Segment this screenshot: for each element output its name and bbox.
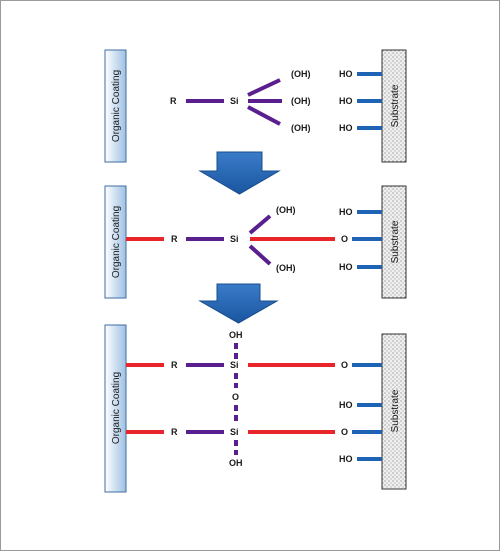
panel-3-crosslinked: Organic Coating Substrate OH R Si O O HO…	[104, 324, 407, 493]
si-oh-bond-top	[248, 214, 272, 235]
ho-label-bottom: HO	[339, 262, 353, 272]
r-label-1: R	[171, 360, 178, 370]
r-label: R	[170, 96, 177, 106]
organic-coating-block	[104, 49, 127, 163]
oh-label-top: (OH)	[291, 69, 311, 79]
organic-coating-label: Organic Coating	[111, 70, 122, 142]
substrate-label: Substrate	[390, 389, 401, 432]
panel-1-unreacted-silane: Organic Coating Substrate R Si (OH) (OH)…	[104, 49, 407, 163]
panel-2-substrate-bonded: Organic Coating Substrate R Si (OH) (OH)…	[104, 185, 407, 299]
ho-label-top: HO	[339, 207, 353, 217]
o-label: O	[341, 234, 348, 244]
si-label-1: Si	[230, 360, 239, 370]
o-label-1: O	[341, 360, 348, 370]
substrate-label: Substrate	[390, 84, 401, 127]
oh-label-middle: (OH)	[291, 96, 311, 106]
r-label-2: R	[171, 427, 178, 437]
ho-label-middle: HO	[339, 96, 353, 106]
o-label-2: O	[341, 427, 348, 437]
ho-label-bottom: HO	[339, 454, 353, 464]
r-label: R	[171, 234, 178, 244]
substrate-block	[381, 49, 407, 163]
substrate-block	[381, 185, 407, 299]
si-label-2: Si	[230, 427, 239, 437]
o-bridge-label: O	[232, 392, 239, 402]
oh-label-top: (OH)	[276, 205, 296, 215]
si-oh-bond-bottom	[247, 105, 281, 126]
organic-coating-block	[104, 324, 127, 493]
si-oh-bond-bottom	[248, 244, 272, 266]
si-label: Si	[230, 96, 239, 106]
oh-label-top: OH	[229, 330, 243, 340]
ho-label-bottom: HO	[339, 123, 353, 133]
down-arrow-2	[198, 283, 279, 324]
oh-label-bottom: (OH)	[291, 123, 311, 133]
si-label: Si	[230, 234, 239, 244]
ho-label-top: HO	[339, 400, 353, 410]
down-arrow-1	[198, 151, 281, 195]
substrate-label: Substrate	[390, 220, 401, 263]
si-oh-bond-top	[247, 78, 281, 97]
oh-label-bottom: (OH)	[276, 263, 296, 273]
organic-coating-label: Organic Coating	[111, 206, 122, 278]
organic-coating-block	[104, 185, 127, 299]
oh-label-bottom: OH	[229, 458, 243, 468]
organic-coating-label: Organic Coating	[111, 372, 122, 444]
ho-label-top: HO	[339, 69, 353, 79]
substrate-block	[381, 333, 407, 490]
